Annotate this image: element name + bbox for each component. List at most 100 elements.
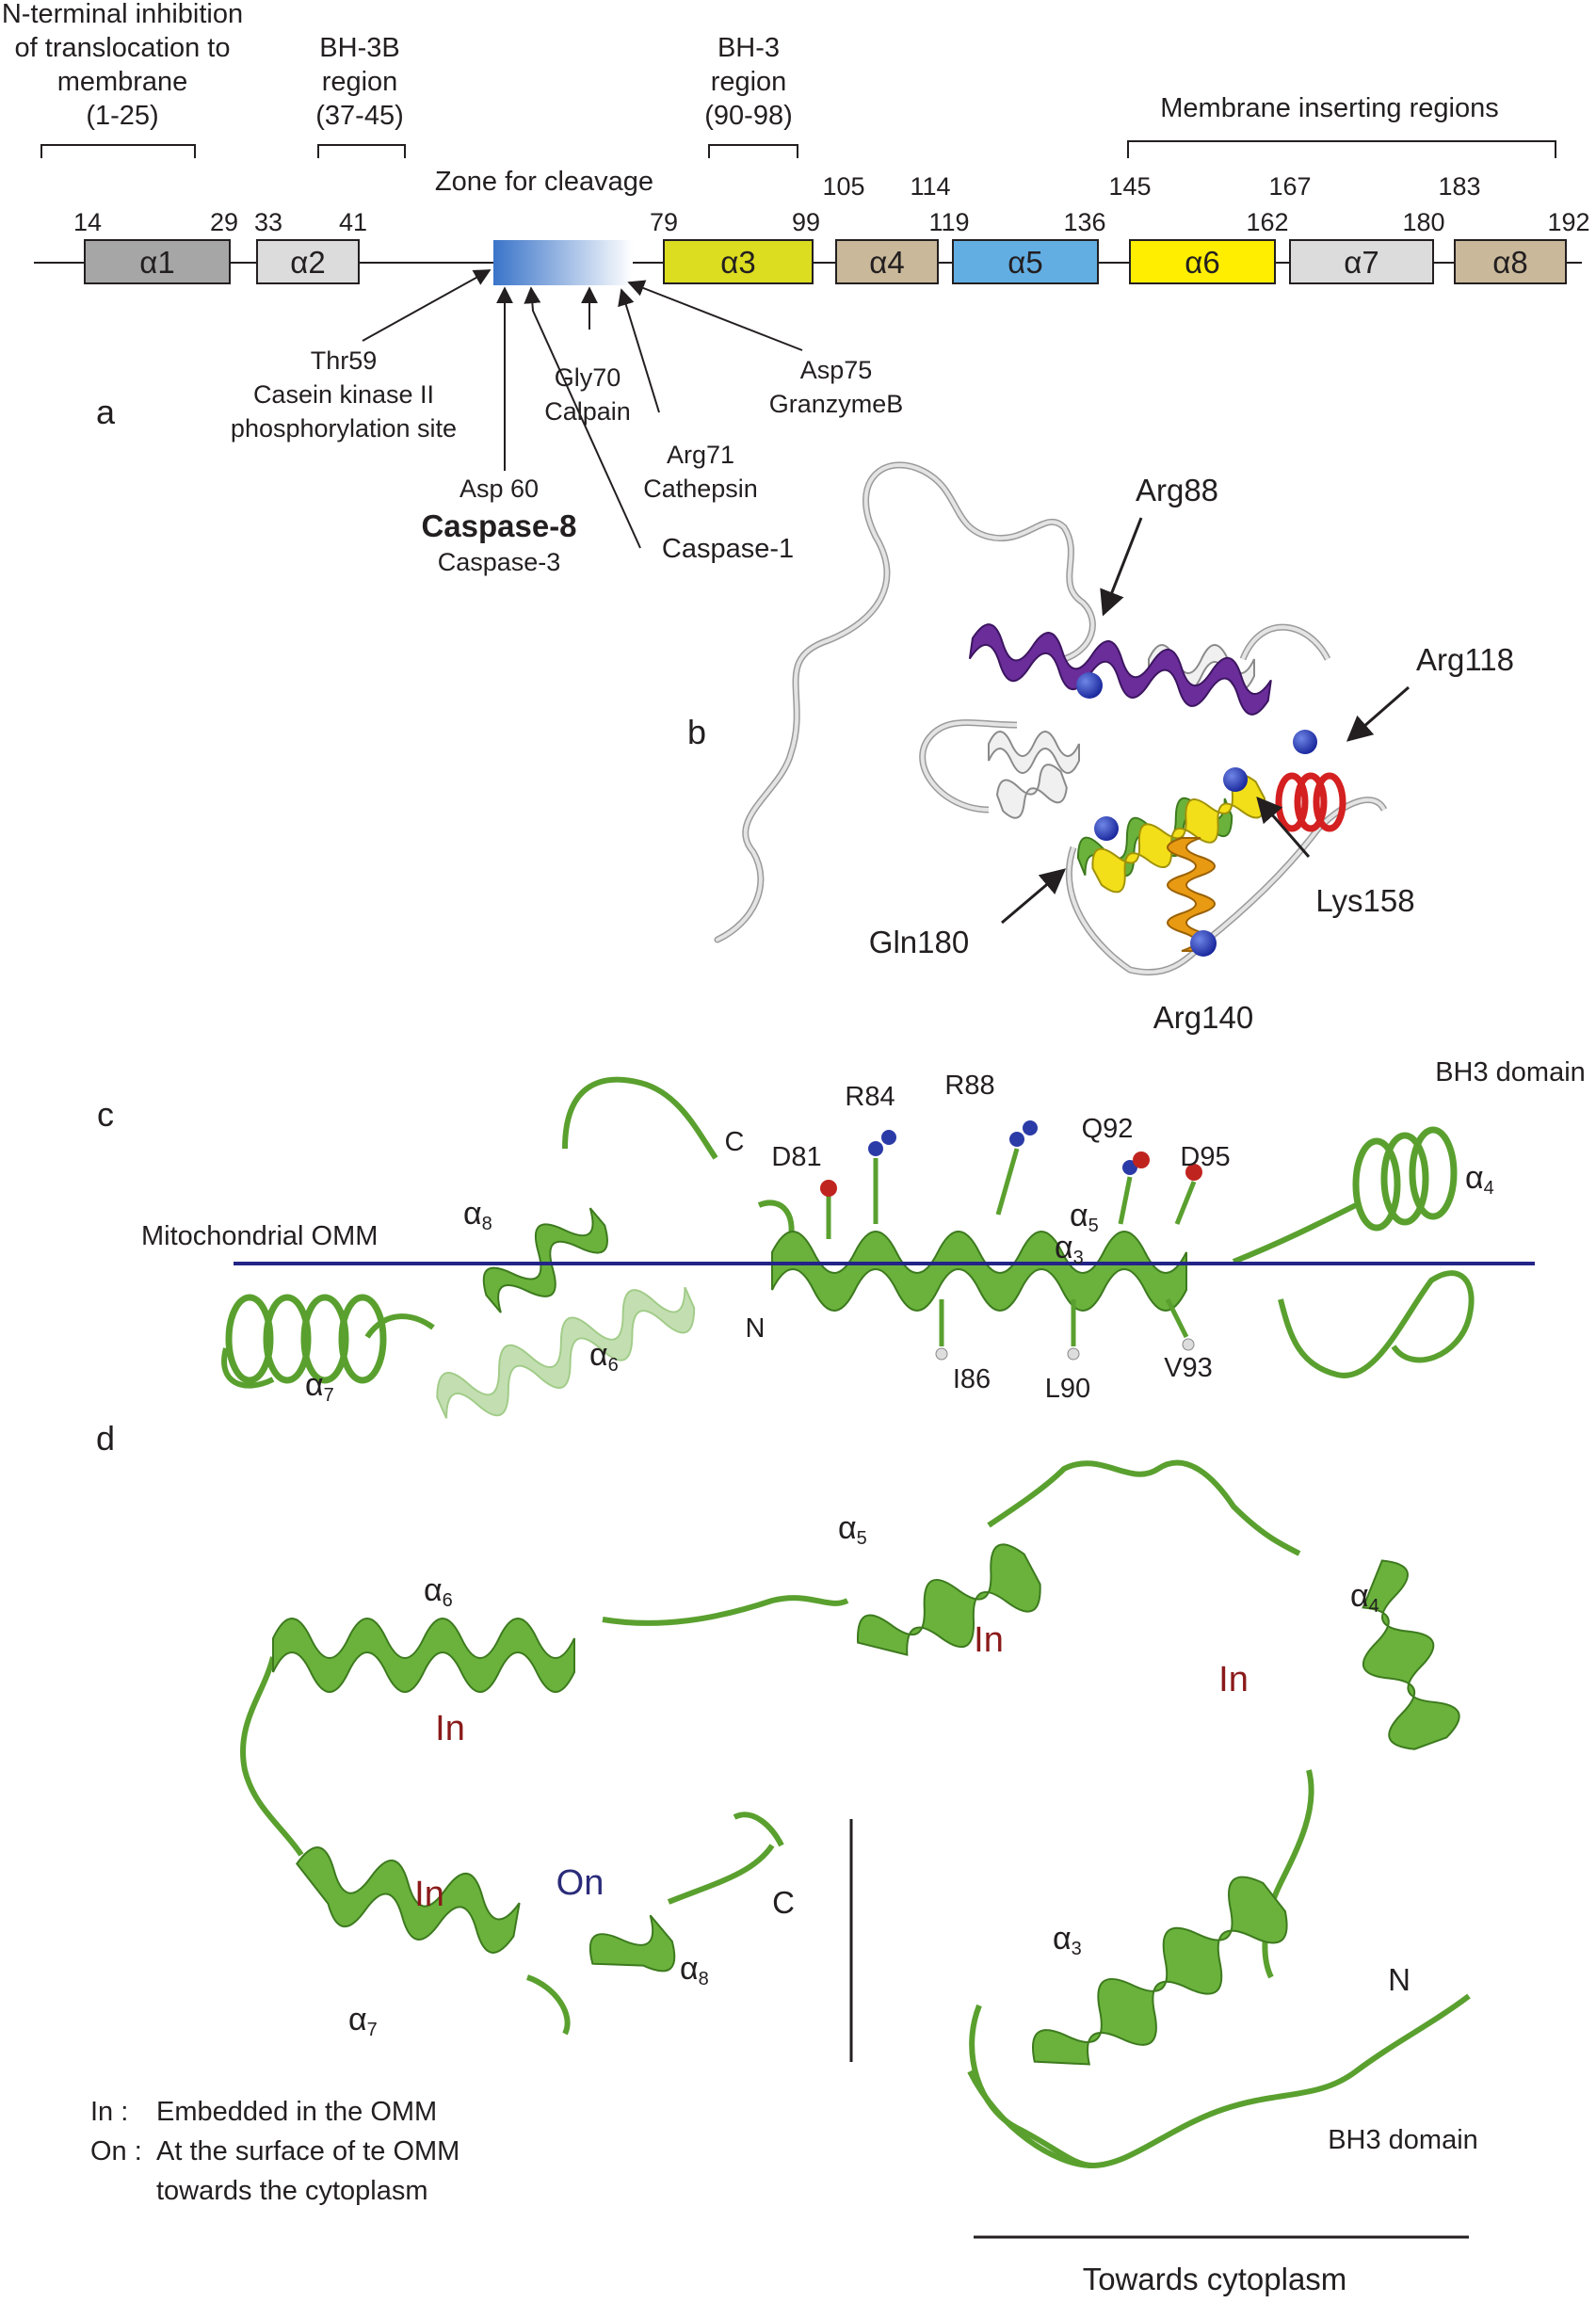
helix-a7-d [296,1846,521,1954]
label-gln180: Gln180 [869,925,969,959]
d-a7-label: α7 [348,2002,378,2040]
membrane-inserting-annotation: Membrane inserting regions [1127,93,1556,158]
arrow-lys158 [1256,796,1311,858]
loop-top-right-hl [1241,625,1330,660]
helix-a4-start: 105 [822,172,864,201]
helix-a6-start: 145 [1108,172,1151,201]
helix-a6-d [272,1618,575,1693]
grey-helix-left [988,731,1080,819]
helix-a7-start: 167 [1268,172,1311,201]
d-a4-label: α4 [1350,1578,1379,1617]
helix-a5-d [857,1543,1041,1656]
res-r84: R84 [845,1082,895,1112]
nterm-line-1: N-terminal inhibition [2,0,243,29]
helix-box-a8: α8 183 192 [1438,172,1590,284]
legend-key-in: In : [90,2097,128,2127]
helix-a2-start: 33 [254,208,282,236]
thr59-line-1: Thr59 [311,346,378,375]
arg71-line-2: Cathepsin [643,475,758,503]
d-a3-label: α3 [1053,1921,1082,1959]
panel-c: c BH3 domain [97,1057,1586,1419]
helix-a8-c [482,1207,608,1313]
legend-text-on-2: towards the cytoplasm [156,2176,428,2206]
helix-a5-end: 136 [1063,208,1105,236]
arg71-line-1: Arg71 [667,441,734,469]
gly70-line-1: Gly70 [555,363,621,392]
thr59-arrow [362,269,492,342]
loop-upper-highlight [716,462,1095,942]
helix-box-a4: α4 105 119 [822,172,970,284]
bh3b-line-1: BH-3B [319,33,399,63]
c-a5-label: α5 [1070,1198,1099,1236]
legend-text-on: At the surface of te OMM [156,2136,459,2166]
helix-a2-end: 41 [339,208,367,236]
helix-box-a7-label: α7 [1344,245,1378,280]
d-a8-label: α8 [680,1951,709,1989]
helix-box-a2-label: α2 [290,245,325,280]
bh3-line-2: region [711,67,787,97]
res-v93: V93 [1164,1353,1213,1383]
nterm-line-3: membrane [57,67,188,97]
bh3b-line-2: region [322,67,398,97]
loop-c-term-d [733,1812,784,1847]
bh3-annotation: BH-3 region (90-98) [704,33,798,158]
helix-box-a5-label: α5 [1008,245,1042,280]
panel-d-label: d [96,1419,115,1457]
ball-gln180 [1094,816,1119,841]
helix-a5-start: 114 [910,172,950,201]
helix-names-c: α8 α7 α6 α5 α3 α4 [305,1160,1494,1406]
res-r88: R88 [944,1071,994,1101]
res-l90: L90 [1045,1374,1090,1404]
bh3-bracket [708,144,798,158]
res-q92: Q92 [1082,1114,1134,1144]
helix-a4-d [1362,1559,1460,1750]
on-label-a8: On [556,1863,605,1903]
helix-box-a4-label: α4 [869,245,904,280]
terminus-n-label: N [746,1313,766,1344]
loops-c [221,1076,1475,1389]
helix-boxes: α1 14 29 α2 33 41 α3 79 99 α4 105 119 [73,172,1590,284]
helix-a7-end: 180 [1402,208,1444,236]
side-chain-atoms-c [820,1120,1202,1361]
arg71-arrow [618,288,660,413]
omm-label: Mitochondrial OMM [141,1221,378,1251]
arrow-arg88 [1100,517,1143,617]
bh3b-annotation: BH-3B region (37-45) [315,33,406,158]
res-i86: I86 [953,1364,991,1394]
helix-a1-start: 14 [73,208,102,236]
helix-box-a3: α3 79 99 [650,208,820,284]
legend-text-in: Embedded in the OMM [156,2097,437,2127]
c-a8-label: α8 [463,1196,492,1234]
panel-c-label: c [97,1095,114,1134]
helix-box-a6-label: α6 [1185,245,1219,280]
residue-balls-b [1076,672,1317,957]
c-a3-label: α3 [1055,1230,1084,1268]
caspase8-label: Caspase-8 [421,508,576,543]
nterm-bracket [40,144,196,158]
nterm-line-2: of translocation to [15,33,231,63]
legend-key-on: On : [90,2136,142,2166]
residue-labels-c: D81 R84 R88 Q92 D95 I86 L90 V93 [771,1071,1230,1404]
helix-box-a3-label: α3 [720,245,755,280]
helix-a8-start: 183 [1438,172,1480,201]
nterm-line-4: (1-25) [86,101,158,131]
helix-box-a2: α2 33 41 [254,208,367,284]
d-a6-label: α6 [424,1572,453,1611]
helix-box-a1-label: α1 [139,245,174,280]
helix-a3-d [1032,1876,1288,2066]
c-a7-label: α7 [305,1367,334,1406]
in-label-a6: In [435,1709,465,1748]
c-a6-label: α6 [589,1337,619,1376]
loop-left-hl [920,720,1018,812]
arrow-gln180 [1001,868,1067,925]
site-labels: Thr59 Casein kinase II phosphorylation s… [231,346,903,576]
helix-names-d: α6 α5 α4 α7 α8 α3 [348,1510,1379,2040]
label-arg118: Arg118 [1416,642,1514,677]
panel-b: b [687,461,1514,1035]
helix-a6-end: 162 [1246,208,1288,236]
membrane-inserting-label: Membrane inserting regions [1160,93,1498,123]
panel-a: N-terminal inhibition of translocation t… [2,0,1590,576]
res-d81: D81 [771,1142,821,1172]
caspase1-arrow [524,286,641,549]
asp75-line-1: Asp75 [800,356,873,384]
